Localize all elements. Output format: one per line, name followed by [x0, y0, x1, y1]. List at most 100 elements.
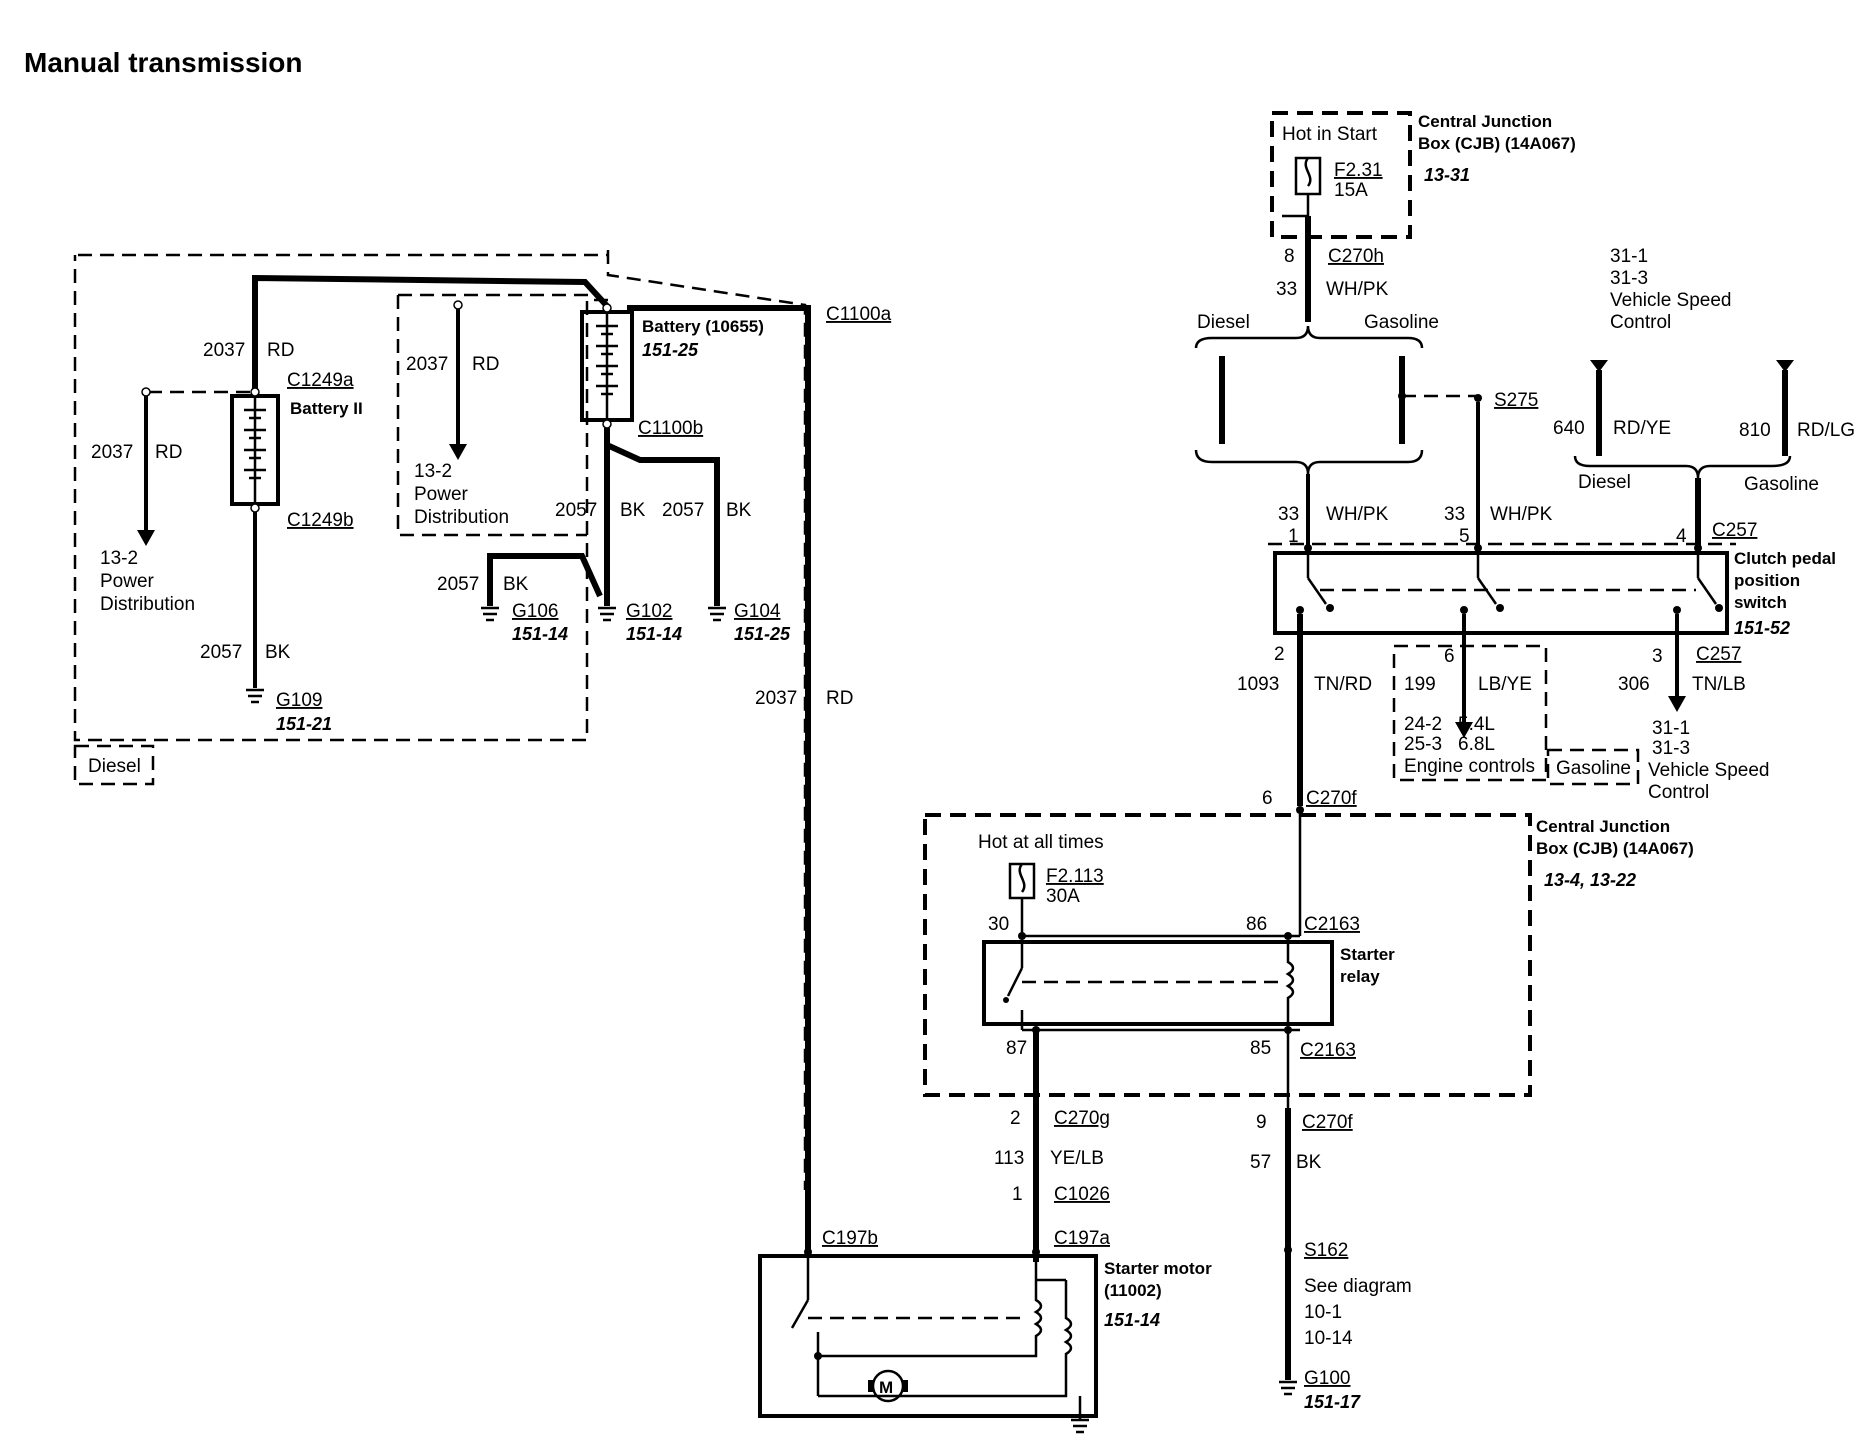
w33b-circuit: 33: [1444, 504, 1465, 525]
pd-left-node: [141, 387, 151, 397]
starter-ref: 151-14: [1104, 1310, 1160, 1330]
w640-arrow-icon: [1590, 360, 1608, 372]
c1249b-label: C1249b: [287, 510, 354, 531]
cjb-top-dashed-box: [1270, 111, 1412, 239]
diesel-label-box: [73, 744, 155, 786]
cjb-bottom-dashed-box: [923, 813, 1532, 1097]
w113-pin1: 1: [1012, 1184, 1023, 1205]
w2037b-circuit: 2037: [91, 442, 133, 463]
c270f-bottom-label: C270f: [1302, 1112, 1353, 1133]
vsc-top-l2: 31-3: [1610, 268, 1648, 289]
gasoline-option-label: Gasoline: [1364, 312, 1439, 333]
gasoline-dashed-box: [1546, 748, 1640, 786]
c270g-label: C270g: [1054, 1108, 1110, 1129]
vsc-top-l3: Vehicle Speed: [1610, 290, 1732, 311]
starter-solenoid-icon: [790, 1256, 1082, 1420]
pd-mid-l1: 13-2: [414, 461, 452, 482]
battery-main-ref: 151-25: [642, 340, 699, 360]
c1026-label: C1026: [1054, 1184, 1110, 1205]
w57-circuit: 57: [1250, 1152, 1271, 1173]
pin86-dot: [1284, 932, 1292, 940]
c1249a-label: C1249a: [287, 370, 354, 391]
g104-ref: 151-25: [734, 624, 791, 644]
cjb-top-section: Hot in Start F2.31 15A Central Junction …: [1194, 111, 1855, 548]
cjb-bottom-ref: 13-4, 13-22: [1544, 870, 1636, 890]
relay-name1: Starter: [1340, 945, 1395, 964]
cjb-bottom-name2: Box (CJB) (14A067): [1536, 839, 1694, 858]
clutch-c257-top: C257: [1712, 520, 1757, 541]
w2057c-circuit: 2057: [662, 500, 704, 521]
battery-terminal-top: [602, 303, 612, 313]
s275-splice-left: [1398, 392, 1406, 400]
vsc-top-l4: Control: [1610, 312, 1671, 333]
starter-name2: (11002): [1104, 1281, 1162, 1300]
battery-ii-name: Battery II: [290, 399, 363, 418]
pd-mid-node: [453, 300, 463, 310]
c270f-top-label: C270f: [1306, 788, 1357, 809]
cjb-top-ref: 13-31: [1424, 165, 1470, 185]
clutch-pin1: 1: [1288, 526, 1299, 547]
motor-label: M: [879, 1378, 893, 1397]
w2057a-circuit: 2057: [200, 642, 242, 663]
pd-left-arrow-icon: [137, 530, 155, 546]
c270h-pin: 8: [1284, 246, 1295, 267]
g102-ref: 151-14: [626, 624, 682, 644]
hot-at-all-times-label: Hot at all times: [978, 832, 1104, 853]
g109-label: G109: [276, 690, 322, 711]
contact2-dot: [1496, 604, 1504, 612]
w306-l4: Control: [1648, 782, 1709, 803]
clutch-switch-body: [1273, 551, 1729, 635]
relay-pin87: 87: [1006, 1038, 1027, 1059]
page-title: Manual transmission: [24, 47, 303, 78]
w57-pin: 9: [1256, 1112, 1267, 1133]
g102-label: G102: [626, 601, 672, 622]
fuse-f231-label: F2.31: [1334, 160, 1383, 181]
option-brace-top: [1194, 325, 1424, 349]
w199-e1v: 5.4L: [1458, 714, 1495, 735]
clutch-switch-contacts: [1306, 548, 1718, 605]
wire-2057-g106: [487, 553, 603, 606]
clutch-pin4: 4: [1676, 526, 1687, 547]
c2163-top: C2163: [1304, 914, 1360, 935]
power-dist-dashed-box: [396, 293, 597, 537]
w57-d2: 10-14: [1304, 1328, 1353, 1349]
starter-relay-body: [982, 940, 1334, 1026]
pin30-dot: [1018, 932, 1026, 940]
g109-ref: 151-21: [276, 714, 332, 734]
w2037c-color: RD: [472, 354, 499, 375]
cjb-bottom-section: 6 C270f Central Junction Box (CJB) (14A0…: [923, 788, 1694, 1262]
w199-e1: 24-2: [1404, 714, 1442, 735]
w2037c-circuit: 2037: [406, 354, 448, 375]
fuse-f2113-element-icon: [1018, 863, 1026, 893]
pin3-dot: [1673, 606, 1681, 614]
w306-l2: 31-3: [1652, 738, 1690, 759]
battery-main-connector: C1100b: [638, 418, 703, 439]
w33-top-color: WH/PK: [1326, 279, 1389, 300]
pin2-dot: [1296, 606, 1304, 614]
g106-ref: 151-14: [512, 624, 568, 644]
w113-circuit: 113: [994, 1148, 1024, 1169]
w57-see: See diagram: [1304, 1276, 1412, 1297]
cjb-top-name2: Box (CJB) (14A067): [1418, 134, 1576, 153]
fuse-f2113-amp: 30A: [1046, 886, 1080, 907]
clutch-pin6: 6: [1444, 646, 1455, 667]
starter-node-1: [814, 1352, 822, 1360]
w57-d1: 10-1: [1304, 1302, 1342, 1323]
w2057a-color: BK: [265, 642, 291, 663]
pd-left-l1: 13-2: [100, 548, 138, 569]
c1100a-label: C1100a: [826, 304, 892, 325]
fuse-f231-link: [1282, 194, 1310, 218]
relay-switch-icon: [1006, 940, 1295, 1026]
w199-e2v: 6.8L: [1458, 734, 1495, 755]
w810-arrow-icon: [1776, 360, 1794, 372]
vsc-diesel-label: Diesel: [1578, 472, 1631, 493]
g100-label: G100: [1304, 1368, 1350, 1389]
battery-cells-icon: [596, 312, 618, 420]
pd-mid-arrow-icon: [449, 444, 467, 460]
clutch-pin2: 2: [1274, 644, 1285, 665]
w57-color: BK: [1296, 1152, 1322, 1173]
w2037a-circuit: 2037: [203, 340, 245, 361]
clutch-name2: position: [1734, 571, 1800, 590]
clutch-pin5: 5: [1459, 526, 1470, 547]
s275-splice-node: [1474, 394, 1482, 402]
